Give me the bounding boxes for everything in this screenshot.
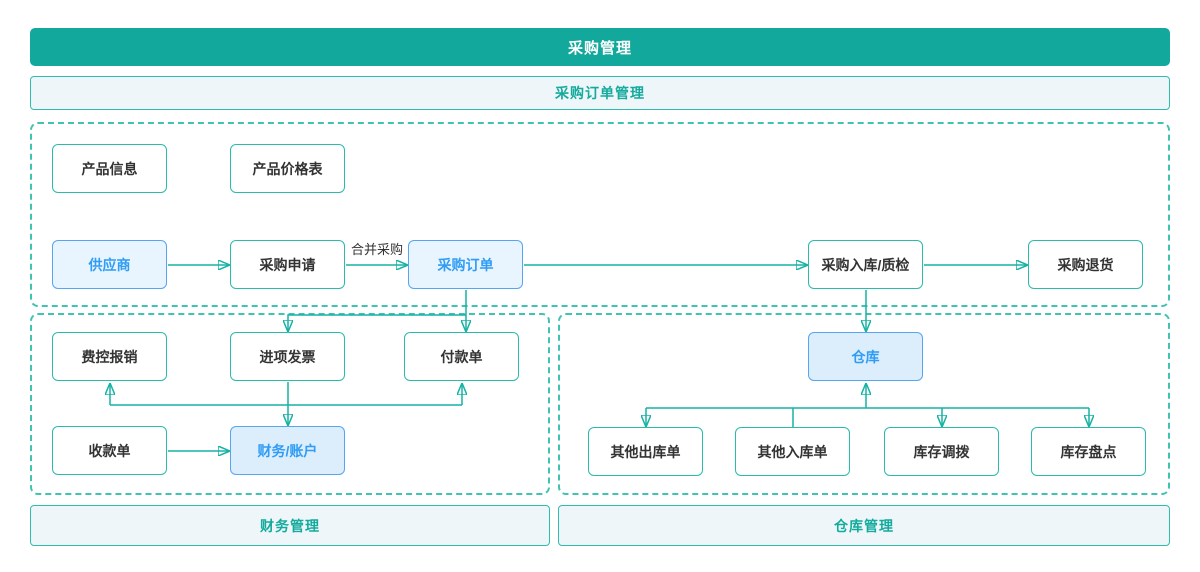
section-procurement-flow — [30, 122, 1170, 307]
banner-finance-mgmt: 财务管理 — [30, 505, 550, 546]
node-purchase-order[interactable]: 采购订单 — [408, 240, 523, 289]
node-price-list[interactable]: 产品价格表 — [230, 144, 345, 193]
banner-purchase-order-mgmt: 采购订单管理 — [30, 76, 1170, 110]
edge-order-to-invoice — [288, 314, 466, 331]
node-other-inbound[interactable]: 其他入库单 — [735, 427, 850, 476]
node-payment-order[interactable]: 付款单 — [404, 332, 519, 381]
node-inbound-qc[interactable]: 采购入库/质检 — [808, 240, 923, 289]
node-expense-reimbursement[interactable]: 费控报销 — [52, 332, 167, 381]
node-supplier[interactable]: 供应商 — [52, 240, 167, 289]
node-product-info[interactable]: 产品信息 — [52, 144, 167, 193]
section-warehouse — [558, 313, 1170, 495]
node-input-invoice[interactable]: 进项发票 — [230, 332, 345, 381]
section-finance — [30, 313, 550, 495]
edge-label-merge-purchase: 合并采购 — [350, 242, 403, 257]
node-purchase-return[interactable]: 采购退货 — [1028, 240, 1143, 289]
node-receipt-order[interactable]: 收款单 — [52, 426, 167, 475]
banner-procurement-title: 采购管理 — [30, 28, 1170, 66]
node-finance-account[interactable]: 财务/账户 — [230, 426, 345, 475]
banner-warehouse-mgmt: 仓库管理 — [558, 505, 1170, 546]
node-warehouse[interactable]: 仓库 — [808, 332, 923, 381]
node-stock-count[interactable]: 库存盘点 — [1031, 427, 1146, 476]
node-other-outbound[interactable]: 其他出库单 — [588, 427, 703, 476]
node-purchase-request[interactable]: 采购申请 — [230, 240, 345, 289]
node-stock-transfer[interactable]: 库存调拨 — [884, 427, 999, 476]
